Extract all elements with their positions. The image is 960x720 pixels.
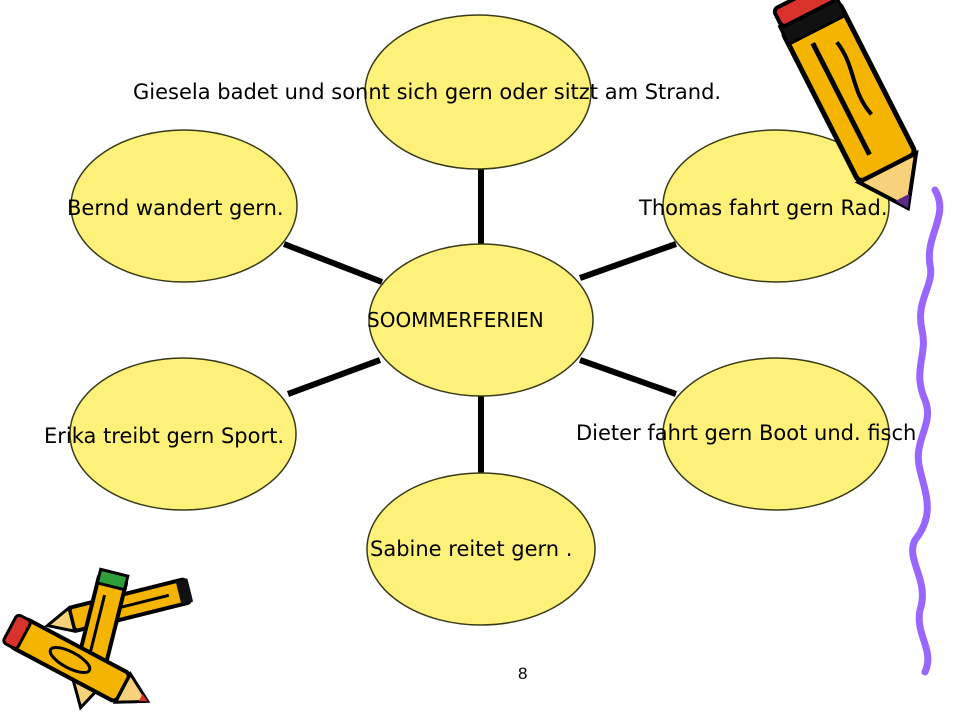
center-node-shape[interactable]: [368, 243, 594, 397]
connector-lower-right: [578, 357, 678, 397]
node-erika-shape[interactable]: [69, 357, 297, 511]
connector-upper-left: [282, 241, 384, 285]
connectors: [282, 168, 678, 473]
connector-lower-left: [286, 357, 382, 397]
node-sabine-label: Sabine reitet gern .: [370, 537, 573, 561]
node-thomas-shape[interactable]: [662, 129, 890, 283]
page-number: 8: [518, 664, 528, 683]
node-giesela-label: Giesela badet und sonnt sich gern oder s…: [133, 80, 722, 104]
node-sabine-shape[interactable]: [366, 472, 596, 626]
node-shapes: [69, 14, 890, 626]
node-thomas-label: Thomas fahrt gern Rad.: [639, 196, 888, 220]
center-node-label: SOOMMERFERIEN: [367, 308, 544, 332]
purple-wavy-line: [909, 186, 944, 676]
node-bernd-label: Bernd wandert gern.: [67, 196, 284, 220]
connector-upper-right: [578, 241, 678, 281]
node-bernd-shape[interactable]: [70, 129, 298, 283]
node-dieter-label: Dieter fahrt gern Boot und. fisch: [576, 421, 917, 445]
node-dieter-shape[interactable]: [662, 357, 890, 511]
node-erika-label: Erika treibt gern Sport.: [44, 424, 285, 448]
crossed-pencils-icon: [2, 567, 194, 711]
pencil-icon: [772, 0, 919, 212]
node-giesela-shape[interactable]: [364, 14, 592, 170]
